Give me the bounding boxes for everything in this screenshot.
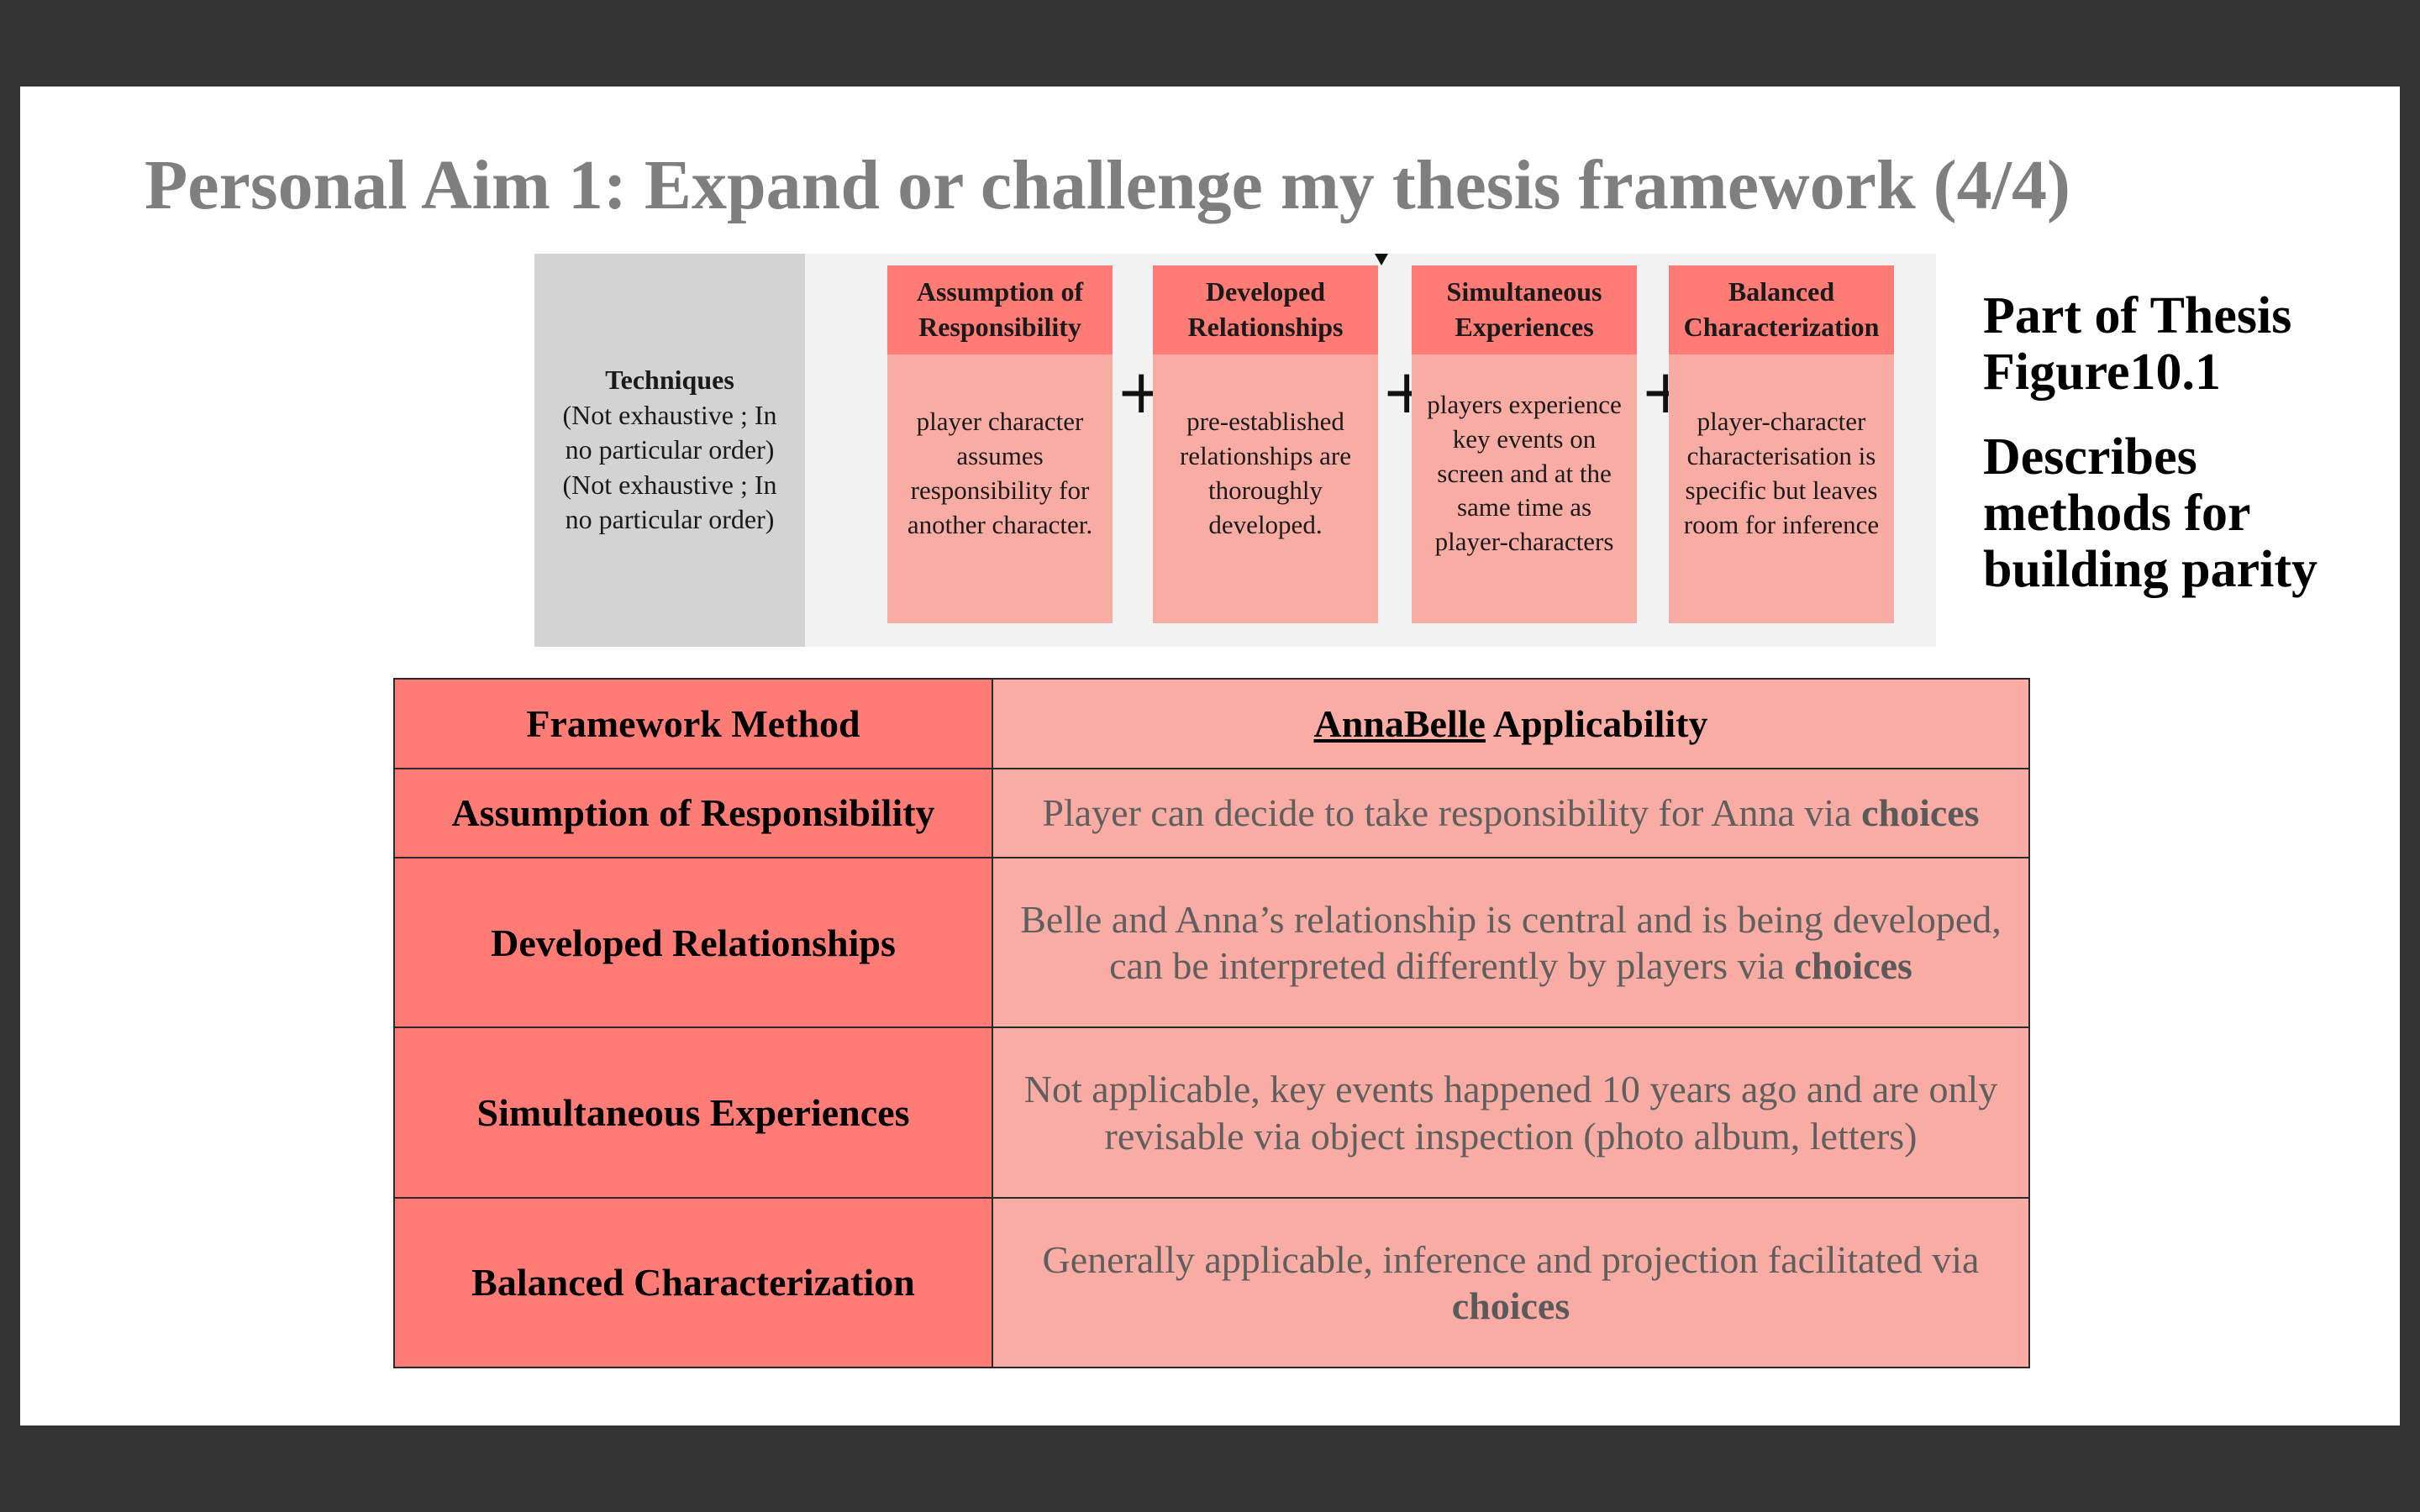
row-applicability: Belle and Anna’s relationship is central… — [992, 857, 2030, 1029]
table-row: Balanced Characterization Generally appl… — [393, 1196, 2030, 1369]
table-header-row: Framework Method AnnaBelle Applicability — [393, 678, 2030, 769]
side-note-description: Describes methods for building parity — [1983, 428, 2317, 598]
card-heading: Simultaneous Experiences — [1412, 265, 1637, 354]
techniques-panel: Techniques (Not exhaustive ; In no parti… — [534, 254, 805, 647]
table-row: Simultaneous Experiences Not applicable,… — [393, 1026, 2030, 1199]
row-applicability: Not applicable, key events happened 10 y… — [992, 1026, 2030, 1199]
card-body: player character assumes responsibility … — [907, 407, 1093, 539]
row-text: Player can decide to take responsibility… — [1042, 791, 1862, 835]
side-note: Part of Thesis Figure10.1 Describes meth… — [1983, 288, 2378, 627]
card-simultaneous-experiences: Simultaneous Experiences players experie… — [1412, 265, 1637, 623]
thesis-figure: Techniques (Not exhaustive ; In no parti… — [534, 254, 1936, 647]
slide: Personal Aim 1: Expand or challenge my t… — [20, 87, 2400, 1425]
card-assumption-of-responsibility: Assumption of Responsibility player char… — [887, 265, 1113, 623]
header-applicability: AnnaBelle Applicability — [992, 678, 2030, 769]
slide-title: Personal Aim 1: Expand or challenge my t… — [145, 146, 2070, 224]
card-body: player-character characterisation is spe… — [1683, 407, 1880, 539]
row-applicability: Generally applicable, inference and proj… — [992, 1196, 2030, 1369]
row-method: Balanced Characterization — [393, 1196, 993, 1369]
header-framework-method: Framework Method — [393, 678, 993, 769]
framework-table: Framework Method AnnaBelle Applicability… — [393, 678, 2030, 1369]
row-method: Assumption of Responsibility — [393, 767, 993, 859]
header-app-suffix: Applicability — [1485, 701, 1708, 745]
table-row: Assumption of Responsibility Player can … — [393, 767, 2030, 859]
table-row: Developed Relationships Belle and Anna’s… — [393, 857, 2030, 1029]
row-text: Not applicable, key events happened 10 y… — [1023, 1068, 1998, 1158]
row-bold: choices — [1861, 791, 1980, 835]
techniques-heading: Techniques — [605, 365, 734, 396]
card-heading: Developed Relationships — [1153, 265, 1378, 354]
row-text: Belle and Anna’s relationship is central… — [1020, 898, 2002, 988]
side-note-source: Part of Thesis Figure10.1 — [1983, 287, 2292, 401]
card-heading: Balanced Characterization — [1669, 265, 1894, 354]
row-bold: choices — [1451, 1284, 1570, 1327]
card-body: pre-established relationships are thorou… — [1179, 407, 1351, 539]
header-app-name: AnnaBelle — [1313, 701, 1486, 745]
row-bold: choices — [1794, 944, 1912, 988]
techniques-subtext: (Not exhaustive ; In no particular order… — [562, 399, 777, 535]
card-body: players experience key events on screen … — [1427, 389, 1622, 557]
card-heading: Assumption of Responsibility — [887, 265, 1113, 354]
row-text: Generally applicable, inference and proj… — [1042, 1237, 1980, 1281]
row-method: Simultaneous Experiences — [393, 1026, 993, 1199]
row-applicability: Player can decide to take responsibility… — [992, 767, 2030, 859]
card-balanced-characterization: Balanced Characterization player-charact… — [1669, 265, 1894, 623]
caret-down-icon — [1375, 254, 1388, 265]
row-method: Developed Relationships — [393, 857, 993, 1029]
card-developed-relationships: Developed Relationships pre-established … — [1153, 265, 1378, 623]
